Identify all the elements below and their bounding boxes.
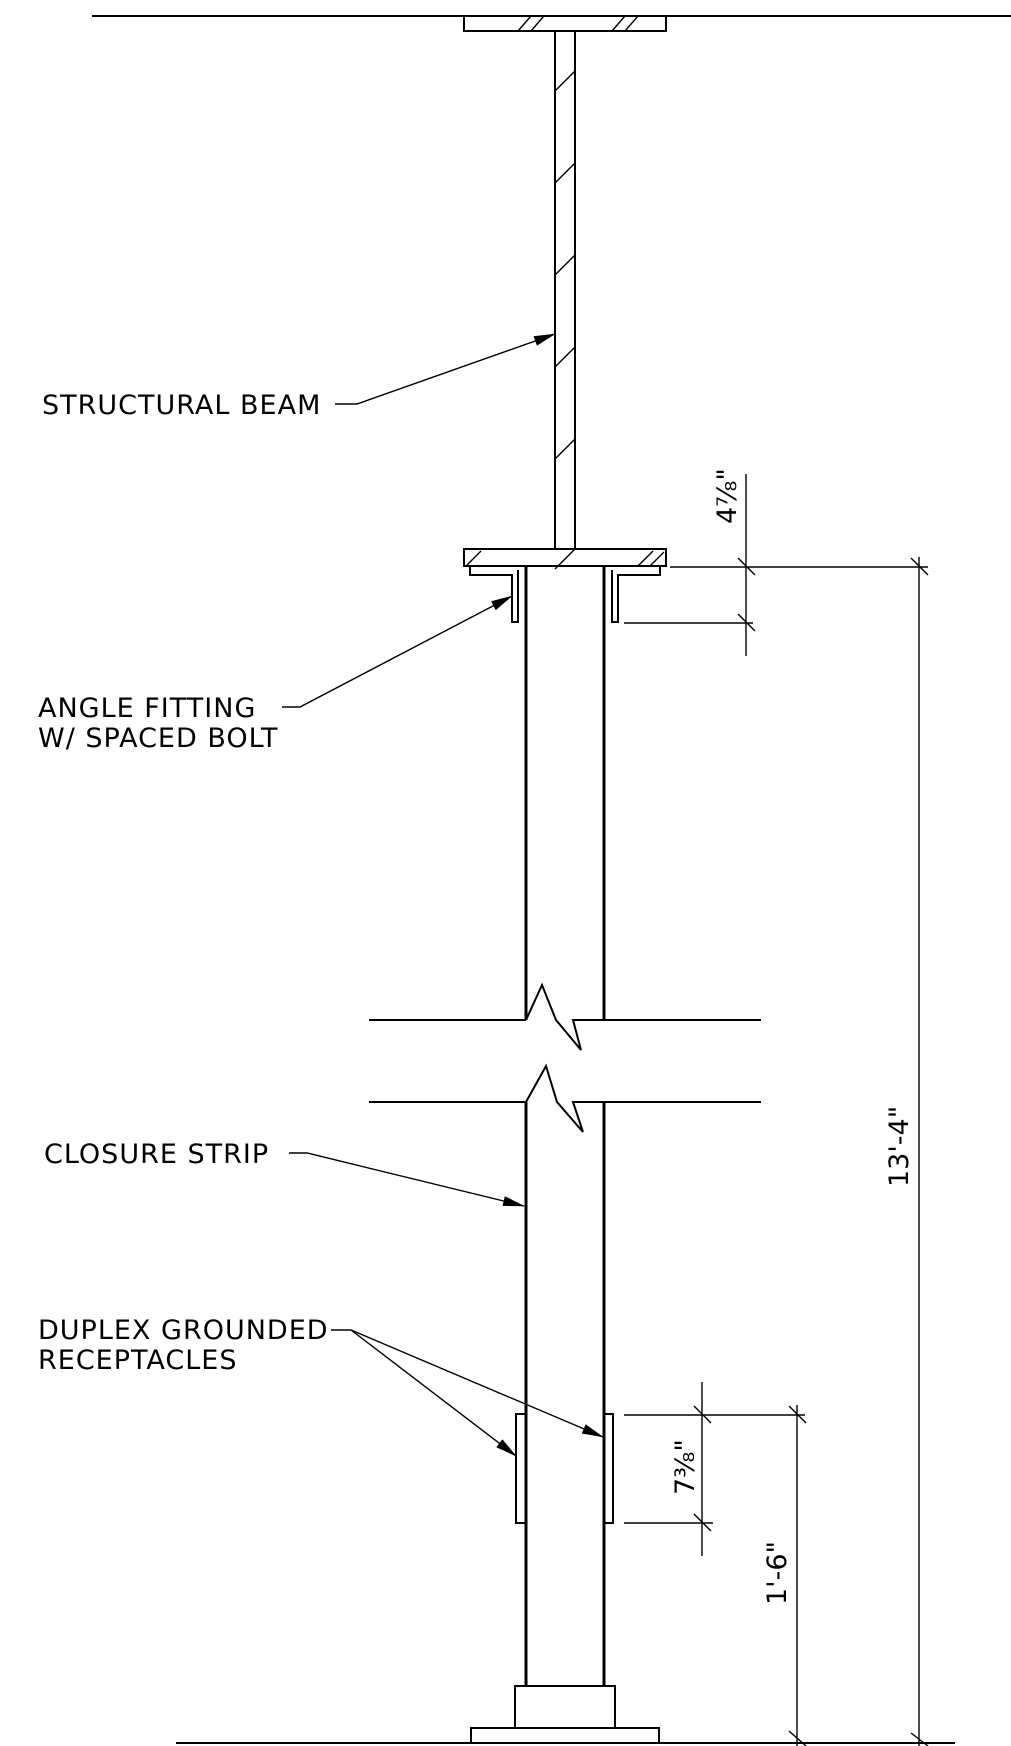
closure-strip-lower — [524, 1102, 606, 1686]
break-line-lower — [369, 1063, 761, 1133]
angle-fitting — [469, 566, 661, 623]
closure-strip-upper — [524, 566, 606, 1020]
leader-angle-fitting — [282, 595, 513, 708]
label-receptacles-line2: RECEPTACLES — [38, 1345, 238, 1376]
dimension-angle-depth-text: 4⅞" — [712, 468, 743, 524]
label-angle-fitting-line2: W/ SPACED BOLT — [38, 723, 278, 754]
receptacle-left — [515, 1413, 526, 1524]
label-angle-fitting-line1: ANGLE FITTING — [38, 693, 256, 724]
label-closure-strip: CLOSURE STRIP — [44, 1139, 269, 1170]
leader-structural-beam — [335, 333, 556, 405]
dimension-receptacle-elevation — [788, 1405, 807, 1746]
structural-beam — [463, 15, 667, 570]
leader-receptacles — [331, 1329, 604, 1457]
leader-closure-strip — [289, 1152, 525, 1207]
label-receptacles-line1: DUPLEX GROUNDED — [38, 1315, 329, 1346]
break-line-upper — [369, 982, 761, 1051]
base-track — [176, 1685, 955, 1744]
dimension-overall-height-text: 13'-4" — [884, 1106, 915, 1187]
dimension-angle-depth — [624, 474, 928, 656]
dimension-receptacle-height — [624, 1382, 805, 1556]
receptacle-right — [604, 1413, 614, 1524]
dimension-receptacle-elevation-text: 1'-6" — [762, 1541, 793, 1605]
label-structural-beam: STRUCTURAL BEAM — [42, 390, 321, 421]
dimension-overall-height — [910, 557, 929, 1746]
dimension-receptacle-height-text: 7⅜" — [670, 1439, 701, 1495]
